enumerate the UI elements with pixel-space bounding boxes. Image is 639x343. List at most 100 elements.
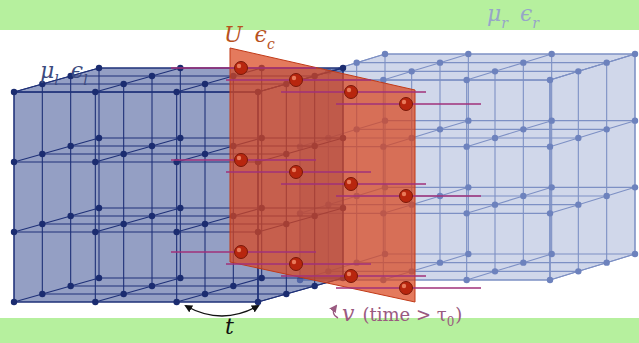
bond: [412, 263, 440, 272]
bond: [124, 293, 205, 294]
bond: [152, 75, 233, 76]
interface-site: [290, 166, 303, 179]
bond: [439, 196, 440, 263]
site-highlight: [347, 272, 351, 276]
bond: [634, 54, 635, 121]
bond: [606, 196, 607, 263]
parameter-label: ϵ: [255, 24, 267, 46]
bond: [468, 187, 551, 188]
bond: [95, 162, 96, 232]
bond: [550, 271, 578, 280]
lattice-site: [202, 151, 208, 157]
bond: [205, 216, 233, 224]
bond: [13, 92, 14, 162]
bond: [14, 294, 42, 302]
lattice-site: [11, 299, 17, 305]
lattice-site: [548, 184, 554, 190]
lattice-site: [149, 73, 155, 79]
bond: [552, 53, 635, 54]
bond: [95, 91, 176, 92]
interface-site: [290, 258, 303, 271]
lattice-site: [173, 229, 179, 235]
bond: [152, 215, 233, 216]
site-highlight: [402, 192, 406, 196]
bond: [14, 161, 95, 162]
lattice-site: [408, 68, 414, 74]
parameter-label: ϵ: [520, 3, 532, 25]
bond: [440, 262, 523, 263]
bond: [152, 208, 180, 216]
lattice-site: [547, 210, 553, 216]
lattice-site: [96, 135, 102, 141]
coupling-label: (time > τ: [362, 306, 446, 324]
bond: [70, 146, 71, 216]
bond: [523, 262, 606, 263]
bond: [550, 205, 578, 214]
bond: [14, 224, 42, 232]
lattice-site: [258, 275, 264, 281]
bond: [14, 154, 42, 162]
bond: [205, 293, 286, 294]
bond: [495, 204, 578, 205]
lattice-site: [603, 193, 609, 199]
lattice-site: [177, 135, 183, 141]
bond: [42, 293, 123, 294]
bond: [495, 271, 578, 272]
bond: [439, 63, 440, 130]
bond: [523, 195, 606, 196]
bond: [95, 161, 176, 162]
bond: [71, 285, 152, 286]
bond: [440, 54, 468, 63]
coupling-label: ): [455, 306, 462, 324]
bond: [495, 129, 523, 138]
bond: [467, 79, 550, 80]
bottom-band: [0, 318, 639, 343]
lattice-site: [520, 259, 526, 265]
parameter-label: l: [83, 73, 87, 87]
bond: [42, 154, 43, 224]
coupling-label: 0: [447, 316, 455, 328]
bond: [495, 196, 523, 205]
lattice-site: [96, 205, 102, 211]
lattice-site: [437, 126, 443, 132]
lattice-site: [465, 184, 471, 190]
bond: [466, 147, 467, 214]
bond: [13, 162, 14, 232]
lattice-site: [96, 65, 102, 71]
lattice-site: [520, 193, 526, 199]
lattice-site: [492, 268, 498, 274]
bond: [551, 121, 552, 188]
lattice-site: [149, 213, 155, 219]
bond: [549, 213, 550, 280]
bond: [42, 84, 43, 154]
lattice-site: [492, 201, 498, 207]
central-plane: [171, 48, 481, 302]
lattice-site: [492, 68, 498, 74]
lattice-site: [92, 229, 98, 235]
bond: [71, 208, 99, 216]
lattice-site: [548, 51, 554, 57]
bond: [550, 138, 578, 147]
bond: [176, 162, 177, 232]
lattice-site: [11, 229, 17, 235]
bond: [42, 146, 70, 154]
parameter-label: c: [267, 37, 275, 51]
bond: [467, 138, 495, 147]
lattice-site: [92, 299, 98, 305]
coupling-arrow: [333, 306, 338, 318]
bond: [152, 68, 180, 76]
lattice-site: [39, 151, 45, 157]
bond: [412, 271, 495, 272]
lattice-site: [520, 59, 526, 65]
lattice-site: [548, 117, 554, 123]
bond: [466, 213, 467, 280]
lattice-site: [463, 277, 469, 283]
bond: [204, 224, 205, 294]
bond: [14, 231, 95, 232]
lattice-site: [632, 51, 638, 57]
bond: [258, 294, 286, 302]
bond: [412, 204, 495, 205]
lattice-site: [437, 259, 443, 265]
bond: [42, 216, 70, 224]
lattice-site: [120, 81, 126, 87]
